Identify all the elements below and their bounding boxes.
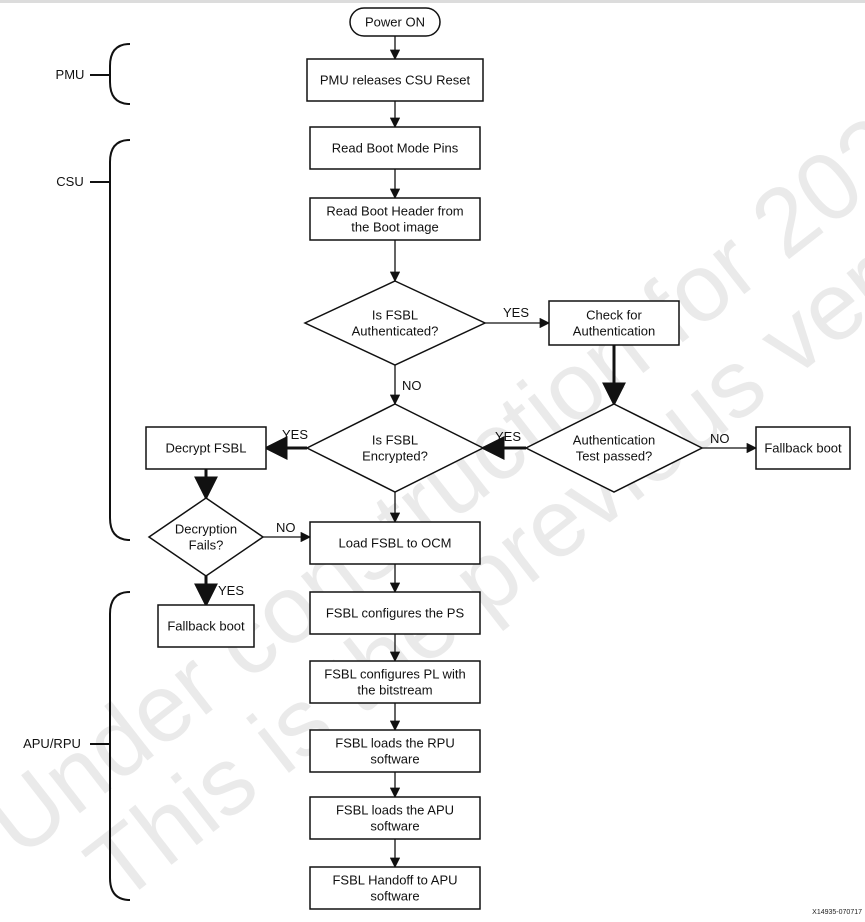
node-label-line: software: [370, 752, 419, 767]
node-label-line: Fallback boot: [167, 619, 245, 634]
process-shape: [548, 300, 680, 346]
node-label-line: Decryption: [175, 522, 237, 537]
process-shape: [309, 796, 481, 840]
node-fallback-1: Fallback boot: [755, 426, 851, 470]
node-label-line: PMU releases CSU Reset: [320, 73, 471, 88]
process-shape: [309, 660, 481, 704]
process-shape: [145, 426, 267, 470]
decision-shape: [524, 403, 704, 493]
node-label-line: Fails?: [189, 538, 224, 553]
node-label-line: Authenticated?: [352, 324, 439, 339]
node-label-line: software: [370, 819, 419, 834]
node-pmu-release: PMU releases CSU Reset: [306, 58, 484, 102]
node-label-line: Test passed?: [576, 449, 653, 464]
process-shape: [309, 591, 481, 635]
node-label-line: Fallback boot: [764, 441, 842, 456]
node-label-line: Check for: [586, 308, 642, 323]
node-label-line: Encrypted?: [362, 449, 428, 464]
node-label-line: the bitstream: [357, 683, 432, 698]
stage-label-csu: CSU: [56, 174, 83, 189]
edge-label: YES: [503, 305, 529, 320]
edge-is-auth-to-is-enc: NO: [389, 365, 422, 406]
node-load-ocm: Load FSBL to OCM: [309, 521, 481, 565]
edge-label: YES: [495, 429, 521, 444]
node-label-line: Is FSBL: [372, 433, 418, 448]
decision-shape: [147, 497, 265, 577]
edge-is-auth-to-check-auth: YES: [485, 305, 551, 329]
node-label-line: FSBL loads the RPU: [335, 736, 454, 751]
node-label-line: software: [370, 889, 419, 904]
decision-shape: [303, 280, 487, 366]
process-shape: [755, 426, 851, 470]
process-shape: [309, 197, 481, 241]
stage-csu: CSU: [56, 139, 131, 541]
process-shape: [157, 604, 255, 648]
node-label-line: FSBL loads the APU: [336, 803, 454, 818]
node-label-line: Decrypt FSBL: [166, 441, 247, 456]
process-shape: [309, 521, 481, 565]
node-config-ps: FSBL configures the PS: [309, 591, 481, 635]
edge-label: YES: [282, 427, 308, 442]
node-label-line: Authentication: [573, 433, 655, 448]
stage-bracket: [109, 43, 131, 105]
edge-label: NO: [710, 431, 730, 446]
stage-brackets: PMU CSU APU/RPU: [23, 43, 131, 901]
edge-decrypt-fails-to-load-ocm: NO: [263, 520, 312, 543]
stage-apu: APU/RPU: [23, 591, 131, 901]
node-power-on: Power ON: [349, 7, 441, 37]
figure-id: X14935-070717: [812, 909, 862, 916]
terminal-shape: [349, 7, 441, 37]
node-label-line: Authentication: [573, 324, 655, 339]
edge-label: NO: [402, 378, 422, 393]
node-label-line: Is FSBL: [372, 308, 418, 323]
stage-label-pmu: PMU: [56, 67, 85, 82]
stage-bracket: [109, 591, 131, 901]
top-border: [0, 0, 865, 3]
process-shape: [309, 729, 481, 773]
node-label-line: FSBL Handoff to APU: [332, 873, 457, 888]
stage-bracket: [109, 139, 131, 541]
node-label-line: the Boot image: [351, 220, 438, 235]
stage-pmu: PMU: [56, 43, 131, 105]
node-fallback-2: Fallback boot: [157, 604, 255, 648]
edge-label: YES: [218, 583, 244, 598]
edge-decrypt-fails-to-fallback-2: YES: [194, 576, 244, 608]
node-label-line: Power ON: [365, 15, 425, 30]
edge-is-enc-to-decrypt: YES: [263, 427, 308, 460]
process-shape: [309, 126, 481, 170]
process-shape: [306, 58, 484, 102]
flow-edges: YES NO NO YES YES NO YES: [194, 36, 758, 869]
edge-auth-passed-to-fallback-1: NO: [702, 431, 758, 454]
edge-auth-passed-to-is-enc: YES: [480, 429, 526, 460]
process-shape: [309, 866, 481, 910]
node-decrypt: Decrypt FSBL: [145, 426, 267, 470]
node-label-line: Read Boot Header from: [326, 204, 463, 219]
node-label-line: Read Boot Mode Pins: [332, 141, 459, 156]
edge-label: NO: [276, 520, 296, 535]
node-label-line: Load FSBL to OCM: [339, 536, 452, 551]
decision-shape: [305, 403, 485, 493]
node-label-line: FSBL configures PL with: [324, 667, 465, 682]
node-read-pins: Read Boot Mode Pins: [309, 126, 481, 170]
node-label-line: FSBL configures the PS: [326, 606, 465, 621]
stage-label-apu: APU/RPU: [23, 736, 81, 751]
